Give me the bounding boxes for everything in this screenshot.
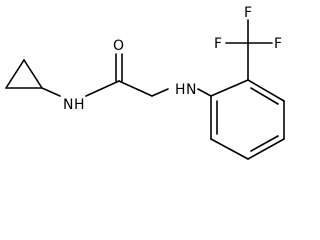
nh-aryl-bond: [197, 88, 212, 97]
molecule-structure: N H O H N F F F: [5, 5, 285, 160]
amide-h-label: H: [74, 97, 85, 113]
amine-h-label: H: [175, 82, 186, 98]
benzene-bond: [247, 138, 285, 160]
ch2-nh-bond: [151, 88, 169, 97]
carbonyl-o-label: O: [113, 38, 124, 54]
benzene-bond: [210, 79, 249, 97]
fluorine-label-left: F: [214, 36, 222, 52]
cyclopropyl-nh-bond: [41, 87, 61, 97]
benzene-bond: [210, 138, 249, 160]
structure-canvas: N H O H N F F F: [5, 5, 285, 160]
cyclopropyl-bond: [23, 59, 43, 89]
fluorine-label-top: F: [244, 5, 252, 21]
fluorine-label-right: F: [274, 36, 282, 52]
nh-carbonyl-bond: [85, 80, 120, 97]
amide-n-label: N: [63, 97, 73, 113]
carbonyl-ch2-bond: [118, 80, 153, 97]
amine-n-label: N: [186, 82, 196, 98]
benzene-bond: [247, 79, 285, 102]
cyclopropyl-bond: [5, 59, 25, 89]
benzene-inner-bond: [250, 135, 279, 152]
benzene-inner-bond: [250, 87, 279, 105]
